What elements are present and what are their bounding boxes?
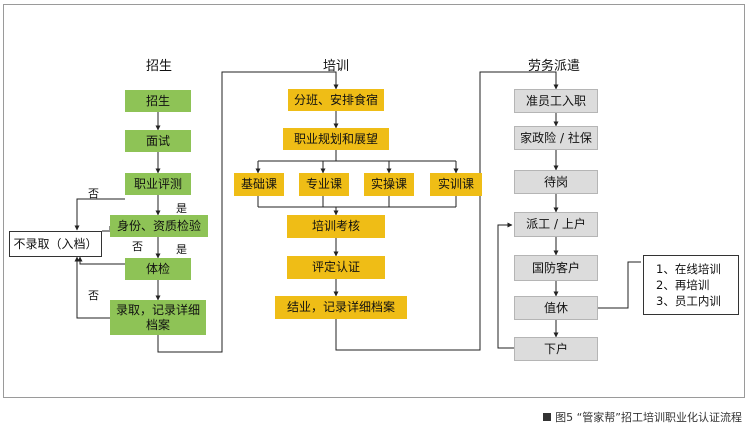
arrow-recruit-training bbox=[157, 71, 339, 353]
rest-note-3: 3、员工内训 bbox=[656, 294, 721, 308]
node-career-eval: 职业评测 bbox=[125, 173, 191, 195]
diagram-frame bbox=[3, 4, 745, 398]
node-insurance: 家政险 / 社保 bbox=[514, 126, 598, 150]
loop-off-to-dispatch bbox=[497, 222, 514, 349]
node-career-plan: 职业规划和展望 bbox=[283, 128, 389, 150]
node-off-duty: 下户 bbox=[514, 337, 598, 361]
figure-caption: 图5 “管家帮”招工培训职业化认证流程 bbox=[543, 409, 742, 425]
node-physical: 体检 bbox=[125, 258, 191, 280]
caption-text: 图5 “管家帮”招工培训职业化认证流程 bbox=[555, 411, 742, 424]
node-dispatch: 派工 / 上户 bbox=[514, 212, 598, 237]
node-practical: 实操课 bbox=[364, 173, 414, 196]
node-defense-client: 国防客户 bbox=[514, 255, 598, 281]
node-id-check: 身份、资质检验 bbox=[110, 215, 208, 237]
node-graduate: 结业，记录详细档案 bbox=[275, 296, 407, 319]
branch-admit-reject bbox=[74, 256, 110, 319]
node-certify: 评定认证 bbox=[287, 256, 385, 279]
node-exam: 培训考核 bbox=[287, 215, 385, 238]
section-header-recruit: 招生 bbox=[146, 59, 173, 74]
node-standby: 待岗 bbox=[514, 170, 598, 194]
label-yes-2: 是 bbox=[176, 243, 187, 256]
node-assign: 分班、安排食宿 bbox=[288, 89, 384, 111]
node-basic: 基础课 bbox=[234, 173, 284, 196]
label-no-1: 否 bbox=[88, 187, 99, 200]
node-interview: 面试 bbox=[125, 130, 191, 152]
node-enroll: 招生 bbox=[125, 90, 191, 112]
section-header-training: 培训 bbox=[323, 59, 350, 74]
rest-notes-box: 1、在线培训 2、再培训 3、员工内训 bbox=[643, 255, 739, 315]
node-reject: 不录取（入档） bbox=[9, 231, 102, 257]
rest-note-1: 1、在线培训 bbox=[656, 262, 721, 276]
label-no-3: 否 bbox=[88, 289, 99, 302]
link-rest-notes bbox=[598, 261, 641, 309]
node-internship: 实训课 bbox=[430, 173, 482, 196]
section-header-dispatch: 劳务派遣 bbox=[528, 59, 581, 74]
node-pre-employee: 准员工入职 bbox=[514, 89, 598, 113]
caption-square-icon bbox=[543, 413, 552, 421]
node-rest: 值休 bbox=[514, 296, 598, 320]
node-admit: 录取，记录详细档案 bbox=[110, 300, 206, 335]
branch-eval-reject bbox=[74, 198, 125, 231]
arrow-training-dispatch bbox=[335, 71, 559, 351]
label-yes-1: 是 bbox=[176, 202, 187, 215]
branch-physical-reject bbox=[77, 256, 125, 265]
node-major: 专业课 bbox=[299, 173, 349, 196]
rest-note-2: 2、再培训 bbox=[656, 278, 710, 292]
label-no-2: 否 bbox=[132, 240, 143, 253]
